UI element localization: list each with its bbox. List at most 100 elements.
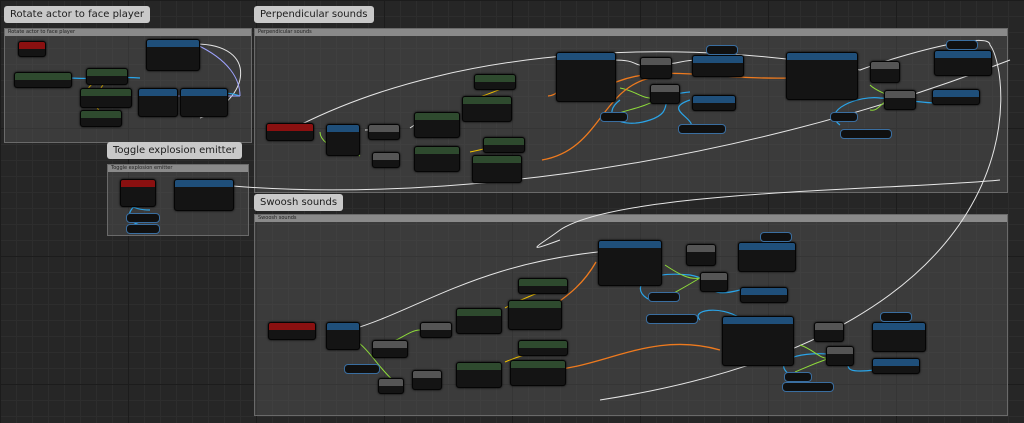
comment-bar-label: Rotate actor to face player	[8, 29, 76, 35]
variable-get-node[interactable]	[840, 129, 892, 139]
find-look-at-rotation-node[interactable]	[80, 88, 132, 108]
node-header	[15, 73, 71, 80]
variable-get-node[interactable]	[648, 292, 680, 302]
delay-node-4[interactable]	[884, 90, 916, 110]
custom-event-node[interactable]	[120, 179, 156, 207]
get-actor-location-node[interactable]	[86, 68, 128, 85]
variable-get-node[interactable]	[344, 364, 380, 374]
make-rotator-node[interactable]	[180, 88, 228, 117]
delay-node-8[interactable]	[826, 346, 854, 366]
destroy-actor-node-4[interactable]	[872, 358, 920, 374]
comment-bar: Perpendicular sounds	[255, 29, 1007, 36]
event-begin-overlap-node[interactable]	[266, 123, 314, 141]
compare-node-3[interactable]	[412, 370, 442, 390]
node-header	[519, 341, 567, 348]
comment-bar: Swoosh sounds	[255, 215, 1007, 222]
comment-title-perpendicular[interactable]: Perpendicular sounds	[254, 6, 374, 23]
node-header	[509, 301, 561, 308]
variable-get-node[interactable]	[126, 224, 160, 234]
node-header	[373, 341, 407, 348]
node-header	[19, 42, 45, 49]
exec-wire	[349, 249, 621, 331]
destroy-actor-node-3[interactable]	[740, 287, 788, 303]
event-begin-overlap-node-2[interactable]	[268, 322, 316, 340]
get-actor-location-node-5[interactable]	[518, 340, 568, 356]
node-header	[687, 245, 715, 252]
node-header	[873, 359, 919, 366]
delay-node-3[interactable]	[870, 61, 900, 83]
select-float-node-3[interactable]	[456, 308, 502, 334]
get-actor-location-self-node[interactable]	[80, 110, 122, 127]
make-transform-node-3[interactable]	[508, 300, 562, 330]
node-header	[871, 62, 899, 69]
node-header	[511, 361, 565, 368]
spawn-actor-node-2[interactable]	[786, 52, 858, 100]
branch-node[interactable]	[368, 124, 400, 140]
select-float-node-2[interactable]	[414, 146, 460, 172]
node-header	[741, 288, 787, 295]
break-rotator-node[interactable]	[138, 88, 178, 117]
spawn-actor-node-4[interactable]	[722, 316, 794, 366]
node-header	[693, 96, 735, 103]
object-wire	[697, 309, 741, 321]
delay-node-5[interactable]	[686, 244, 716, 266]
node-header	[87, 69, 127, 76]
exec-wire	[536, 179, 1001, 248]
cast-node-2[interactable]	[326, 322, 360, 350]
destroy-actor-node-2[interactable]	[932, 89, 980, 105]
get-player-character-node[interactable]	[14, 72, 72, 88]
node-header	[519, 279, 567, 286]
select-float-node[interactable]	[414, 112, 460, 138]
play-sound-node-4[interactable]	[872, 322, 926, 352]
delay-node[interactable]	[640, 57, 672, 79]
delay-node-7[interactable]	[814, 322, 844, 342]
make-transform-node[interactable]	[462, 96, 512, 122]
spawn-actor-node[interactable]	[556, 52, 616, 102]
get-actor-location-node-3[interactable]	[483, 137, 525, 153]
spawn-actor-node-3[interactable]	[598, 240, 662, 286]
branch-node-2[interactable]	[420, 322, 452, 338]
play-sound-node[interactable]	[692, 55, 744, 77]
destroy-actor-node[interactable]	[692, 95, 736, 111]
node-header	[327, 323, 359, 330]
play-sound-node-3[interactable]	[738, 242, 796, 272]
set-actor-rotation-node[interactable]	[146, 39, 200, 71]
cast-node[interactable]	[326, 124, 360, 156]
make-transform-node-4[interactable]	[510, 360, 566, 386]
node-header	[484, 138, 524, 145]
variable-get-node[interactable]	[946, 40, 978, 50]
variable-get-node[interactable]	[600, 112, 628, 122]
make-transform-node-2[interactable]	[472, 155, 522, 183]
branch-node-3[interactable]	[378, 378, 404, 394]
delay-node-2[interactable]	[650, 84, 680, 104]
get-actor-location-node-4[interactable]	[518, 278, 568, 294]
compare-node[interactable]	[372, 152, 400, 168]
compare-node-2[interactable]	[372, 340, 408, 358]
variable-get-node[interactable]	[126, 213, 160, 223]
comment-title-rotate[interactable]: Rotate actor to face player	[4, 6, 151, 23]
variable-get-node[interactable]	[678, 124, 726, 134]
variable-get-node[interactable]	[646, 314, 698, 324]
node-header	[267, 124, 313, 131]
node-header	[369, 125, 399, 132]
select-float-node-4[interactable]	[456, 362, 502, 388]
variable-get-node[interactable]	[706, 45, 738, 55]
event-tick-node[interactable]	[18, 41, 46, 57]
delay-node-6[interactable]	[700, 272, 728, 292]
variable-get-node[interactable]	[782, 382, 834, 392]
node-header	[373, 153, 399, 160]
variable-get-node[interactable]	[784, 372, 812, 382]
node-header	[651, 85, 679, 92]
node-header	[693, 56, 743, 63]
comment-title-swoosh[interactable]: Swoosh sounds	[254, 194, 344, 211]
variable-get-node[interactable]	[830, 112, 858, 122]
node-header	[147, 40, 199, 47]
play-sound-attached-node[interactable]	[174, 179, 234, 211]
comment-title-toggle[interactable]: Toggle explosion emitter	[107, 142, 242, 159]
comment-bar-label: Toggle explosion emitter	[111, 165, 173, 171]
node-header	[415, 147, 459, 154]
play-sound-node-2[interactable]	[934, 50, 992, 76]
variable-get-node[interactable]	[760, 232, 792, 242]
variable-get-node[interactable]	[880, 312, 912, 322]
get-actor-location-node-2[interactable]	[474, 74, 516, 90]
